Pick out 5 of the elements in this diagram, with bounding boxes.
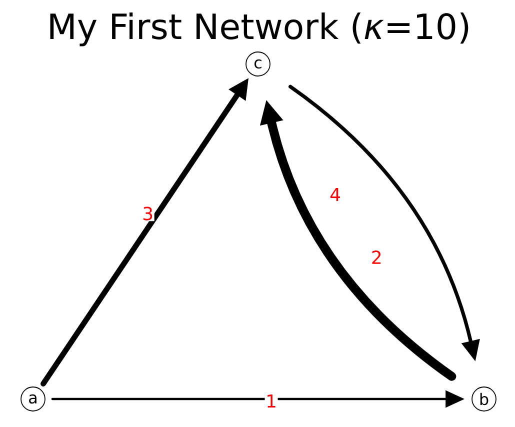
title: My First Network (κ=10) [50,12,468,46]
edge-label: 4 [328,187,342,202]
edge-label: 2 [370,250,384,265]
edge-label: 1 [264,394,278,408]
edge-label: 3 [141,206,154,222]
